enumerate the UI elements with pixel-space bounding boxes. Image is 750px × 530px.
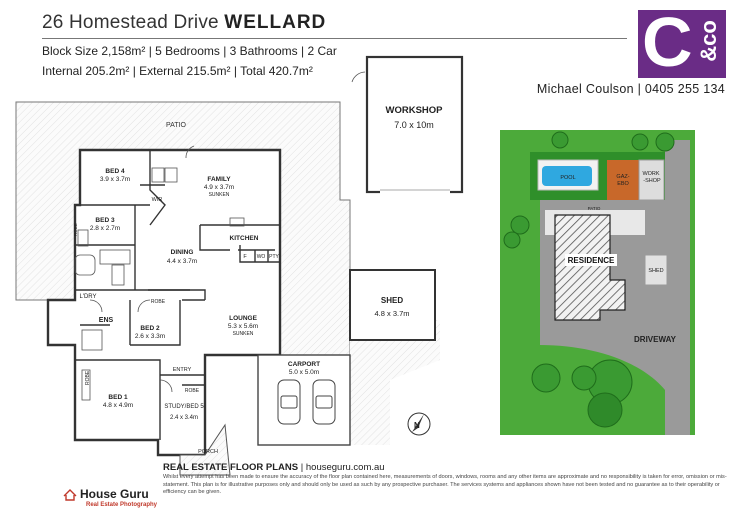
site-label-patio: PATIO (588, 206, 601, 211)
size-dining: 4.4 x 3.7m (167, 258, 197, 265)
label-study: STUDY/BED 5 (164, 404, 204, 410)
label-entry: ENTRY (173, 367, 192, 373)
house-guru-logo-icon (63, 489, 77, 501)
label-wir: WIR (152, 197, 163, 203)
label-robe-study: ROBE (185, 388, 200, 394)
house-guru-brand: House Guru (80, 487, 149, 501)
disclaimer: Whilst every attempt has been made to en… (163, 474, 727, 495)
label-patio: PATIO (166, 122, 187, 129)
footer-title-text: REAL ESTATE FLOOR PLANS (163, 462, 299, 473)
label-ens: ENS (99, 317, 114, 324)
label-kitchen: KITCHEN (230, 235, 259, 242)
label-carport: CARPORT (288, 361, 320, 368)
label-fridge: F (243, 254, 247, 260)
label-ldry: L'DRY (79, 294, 96, 300)
label-wo: WO (257, 254, 266, 260)
label-workshop: WORKSHOP (386, 105, 444, 116)
size-bed3: 2.8 x 2.7m (90, 225, 120, 232)
size-shed: 4.8 x 3.7m (374, 309, 409, 318)
house-guru-subtitle: Real Estate Photography (86, 502, 158, 508)
size-workshop: 7.0 x 10m (394, 120, 434, 130)
note-lounge: SUNKEN (233, 331, 254, 337)
site-label-driveway: DRIVEWAY (634, 335, 677, 344)
agency-logo: C &co (638, 3, 726, 81)
driveway-area (350, 320, 440, 445)
label-bed2: BED 2 (140, 325, 160, 332)
label-family: FAMILY (207, 176, 231, 183)
site-label-pool: POOL (560, 175, 575, 181)
suburb: WELLARD (224, 12, 327, 33)
label-bed3: BED 3 (95, 217, 115, 224)
label-robe-bed3: ROBE (73, 223, 78, 236)
size-carport: 5.0 x 5.0m (289, 369, 319, 376)
site-label-workshop-2: -SHOP (643, 178, 661, 184)
property-specs: Block Size 2,158m² | 5 Bedrooms | 3 Bath… (42, 44, 337, 58)
porch (179, 423, 231, 476)
label-robe-bed2: ROBE (151, 299, 166, 305)
size-bed1: 4.8 x 4.9m (103, 402, 133, 409)
address: 26 Homestead Drive (42, 12, 219, 33)
agent-contact: Michael Coulson | 0405 255 134 (536, 82, 725, 96)
size-bed4: 3.9 x 3.7m (100, 176, 130, 183)
site-plan: POOL GAZ- EBO WORK -SHOP PATIO SHED RESI… (500, 130, 695, 435)
header-divider (42, 38, 627, 39)
footer-title: REAL ESTATE FLOOR PLANS | houseguru.com.… (163, 462, 385, 473)
house-outline (46, 148, 282, 457)
property-areas: Internal 205.2m² | External 215.5m² | To… (42, 64, 313, 78)
site-label-workshop-1: WORK (642, 171, 659, 177)
label-bed1: BED 1 (108, 394, 128, 401)
site-label-shed: SHED (648, 268, 663, 274)
label-porch: PORCH (198, 449, 218, 455)
label-bed4: BED 4 (105, 168, 125, 175)
label-dining: DINING (171, 249, 194, 256)
site-label-gazebo-2: EBO (617, 181, 629, 187)
svg-text:N: N (414, 421, 420, 430)
size-family: 4.9 x 3.7m (204, 184, 234, 191)
label-robe-bed1: ROBE (85, 370, 91, 385)
label-pty: PTY (269, 254, 279, 260)
note-family: SUNKEN (209, 192, 230, 198)
site-label-residence: RESIDENCE (568, 256, 615, 265)
site-label-gazebo-1: GAZ- (616, 174, 629, 180)
label-lounge: LOUNGE (229, 315, 257, 322)
size-study: 2.4 x 3.4m (170, 415, 198, 421)
label-shed: SHED (381, 296, 403, 305)
property-title: 26 Homestead Drive WELLARD (42, 12, 326, 34)
size-lounge: 5.3 x 5.6m (228, 323, 258, 330)
size-bed2: 2.6 x 3.3m (135, 333, 165, 340)
logo-letter: C (642, 3, 693, 81)
workshop (365, 55, 464, 194)
north-arrow-icon: N (407, 412, 431, 436)
footer-site: | houseguru.com.au (298, 462, 385, 473)
shed (349, 269, 436, 341)
